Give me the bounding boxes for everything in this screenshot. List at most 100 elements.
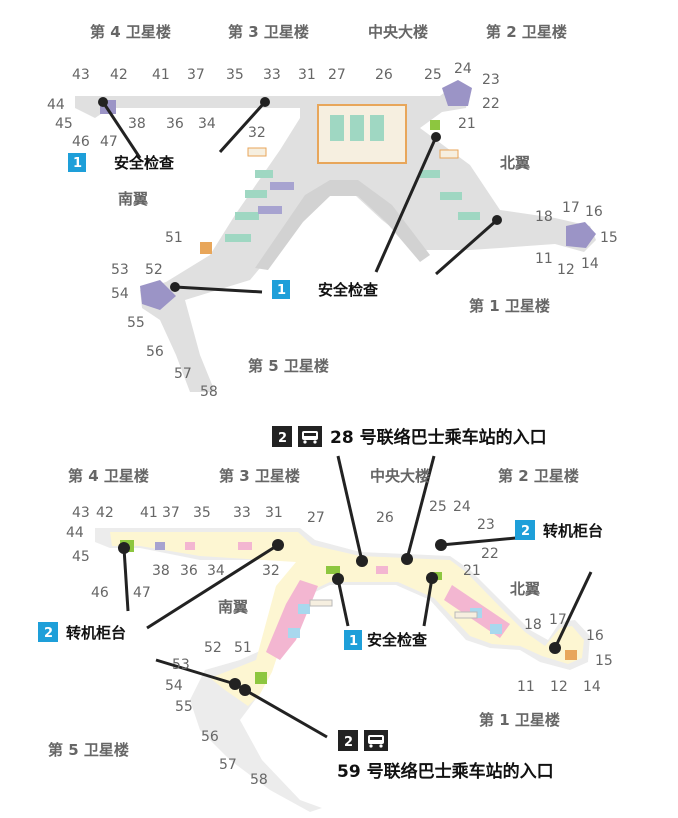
- top-gate-numbers: 43 42 41 37 35 33 31 27 26 25 24 23 22 2…: [47, 61, 618, 400]
- bottom-gate: 18: [524, 617, 542, 633]
- bottom-gate: 21: [463, 563, 481, 579]
- bottom-gate: 44: [66, 525, 84, 541]
- top-map: 第 4 卫星楼 第 3 卫星楼 中央大楼 第 2 卫星楼 南翼 北翼 第 1 卫…: [47, 23, 618, 400]
- bottom-label-central: 中央大楼: [370, 467, 430, 485]
- top-sat1: [566, 222, 596, 248]
- top-interior-blocks: [200, 120, 480, 254]
- bottom-gate: 17: [549, 612, 567, 628]
- bottom-floor-yellow: [110, 532, 584, 706]
- top-label-sat4: 第 4 卫星楼: [90, 23, 171, 41]
- top-gate: 33: [263, 67, 281, 83]
- top-gate: 53: [111, 262, 129, 278]
- bottom-map: 第 4 卫星楼 第 3 卫星楼 中央大楼 第 2 卫星楼 南翼 北翼 第 1 卫…: [38, 426, 613, 812]
- bottom-gate: 27: [307, 510, 325, 526]
- bottom-gate: 15: [595, 653, 613, 669]
- bottom-security-label: 安全检查: [367, 631, 428, 649]
- top-label-sat2: 第 2 卫星楼: [486, 23, 567, 41]
- top-gate: 21: [458, 116, 476, 132]
- top-badge-1-center: [272, 280, 290, 299]
- bus59-badge-2: [338, 730, 358, 751]
- bus59-badge-2-text: 2: [344, 735, 353, 750]
- top-gate: 56: [146, 344, 164, 360]
- top-gate: 34: [198, 116, 216, 132]
- bottom-gate: 38: [152, 563, 170, 579]
- top-gate: 47: [100, 134, 118, 150]
- top-security-center: 安全检查: [318, 281, 379, 299]
- bus28-badge-2: [272, 426, 292, 447]
- top-leader-dots: [98, 97, 502, 292]
- bottom-gate: 33: [233, 505, 251, 521]
- top-badge-1-left-text: 1: [73, 156, 82, 171]
- top-gate: 38: [128, 116, 146, 132]
- bottom-gate: 56: [201, 729, 219, 745]
- bottom-label-south: 南翼: [218, 598, 248, 616]
- top-label-sat5: 第 5 卫星楼: [248, 357, 329, 375]
- transfer-badge-2-right: [515, 520, 535, 540]
- bottom-label-sat5: 第 5 卫星楼: [48, 741, 129, 759]
- bottom-gate: 11: [517, 679, 535, 695]
- bottom-gate: 51: [234, 640, 252, 656]
- top-security-left: 安全检查: [114, 154, 175, 172]
- bottom-gate: 45: [72, 549, 90, 565]
- bottom-security-badge-1-text: 1: [349, 634, 358, 649]
- top-gate: 32: [248, 125, 266, 141]
- bottom-gate: 14: [583, 679, 601, 695]
- top-label-sat1: 第 1 卫星楼: [469, 297, 550, 315]
- top-gate: 54: [111, 286, 129, 302]
- top-gate: 44: [47, 97, 65, 113]
- bus28-bus-icon-glyph: [302, 431, 318, 444]
- top-gate: 18: [535, 209, 553, 225]
- transfer-badge-2-left-text: 2: [44, 626, 53, 641]
- bottom-label-sat3: 第 3 卫星楼: [219, 467, 300, 485]
- transfer-badge-2-right-text: 2: [521, 524, 530, 539]
- bottom-gate: 26: [376, 510, 394, 526]
- top-gate: 58: [200, 384, 218, 400]
- bottom-label-north: 北翼: [510, 580, 540, 598]
- top-gate: 24: [454, 61, 472, 77]
- top-gate: 35: [226, 67, 244, 83]
- top-gate: 26: [375, 67, 393, 83]
- top-label-central: 中央大楼: [368, 23, 428, 41]
- bottom-gate: 58: [250, 772, 268, 788]
- bottom-leader-lines: [122, 455, 593, 739]
- top-sat2: [442, 80, 472, 106]
- top-gate: 23: [482, 72, 500, 88]
- bus28-label: 28 号联络巴士乘车站的入口: [330, 427, 547, 448]
- bottom-gate: 32: [262, 563, 280, 579]
- bottom-gate: 12: [550, 679, 568, 695]
- bus59-label: 59 号联络巴士乘车站的入口: [337, 761, 554, 782]
- top-leader-lines: [101, 100, 498, 294]
- bottom-gate: 35: [193, 505, 211, 521]
- bottom-gate: 25: [429, 499, 447, 515]
- bottom-gate: 42: [96, 505, 114, 521]
- bottom-security-badge-1: [344, 630, 362, 650]
- bottom-gate: 55: [175, 699, 193, 715]
- top-badge-1-left: [68, 153, 86, 172]
- bottom-leader-dots: [118, 539, 561, 696]
- top-apron: [255, 180, 430, 270]
- top-label-sat3: 第 3 卫星楼: [228, 23, 309, 41]
- top-gate: 27: [328, 67, 346, 83]
- top-gate: 15: [600, 230, 618, 246]
- top-gate: 14: [581, 256, 599, 272]
- bottom-gate: 46: [91, 585, 109, 601]
- top-gate: 17: [562, 200, 580, 216]
- bus59-bus-icon-glyph: [368, 735, 384, 748]
- bottom-gate: 16: [586, 628, 604, 644]
- transfer-label-left: 转机柜台: [66, 624, 126, 642]
- bottom-label-sat2: 第 2 卫星楼: [498, 467, 579, 485]
- top-sat5: [140, 280, 176, 310]
- top-gate: 55: [127, 315, 145, 331]
- top-gate: 46: [72, 134, 90, 150]
- bottom-gate: 43: [72, 505, 90, 521]
- bottom-gate: 47: [133, 585, 151, 601]
- bottom-gate-numbers: 43 42 41 37 35 33 31 27 26 25 24 23 22 2…: [66, 499, 613, 788]
- top-gate: 22: [482, 96, 500, 112]
- bottom-gate: 23: [477, 517, 495, 533]
- bottom-gate: 31: [265, 505, 283, 521]
- bus28-badge-2-text: 2: [278, 431, 287, 446]
- bottom-gate: 54: [165, 678, 183, 694]
- top-central-block: [350, 115, 364, 141]
- top-gate: 51: [165, 230, 183, 246]
- top-gate: 43: [72, 67, 90, 83]
